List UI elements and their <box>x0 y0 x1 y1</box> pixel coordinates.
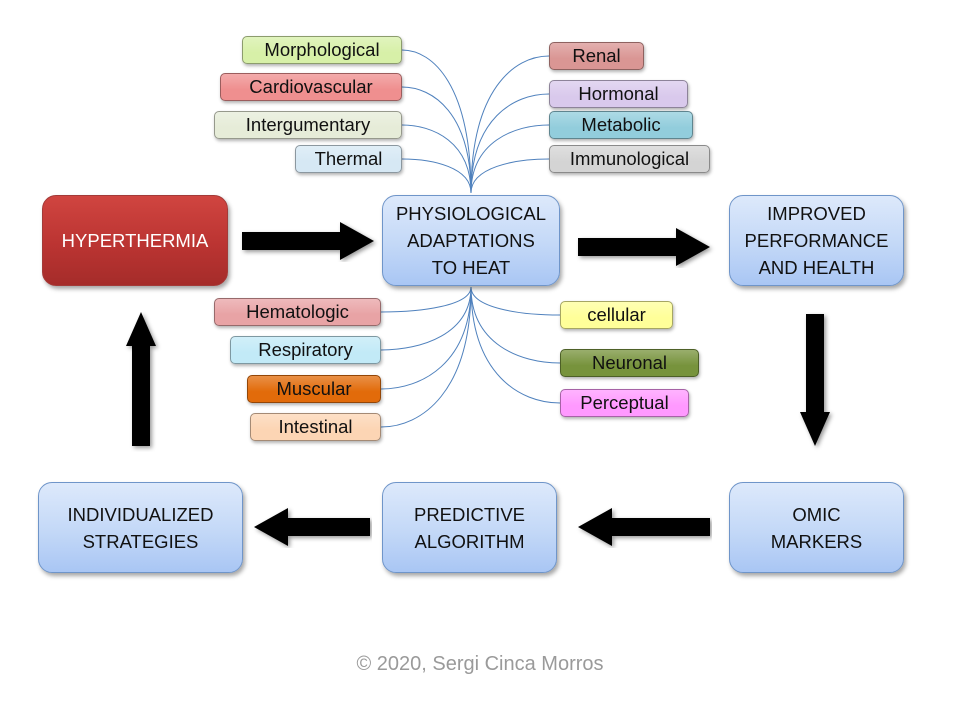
arrow-left-icon <box>578 508 710 546</box>
arrow-right-icon <box>242 222 374 260</box>
tag-hematologic: Hematologic <box>214 298 381 326</box>
physiological-adaptations-node: PHYSIOLOGICAL ADAPTATIONS TO HEAT <box>382 195 560 286</box>
improved-performance-node: IMPROVED PERFORMANCE AND HEALTH <box>729 195 904 286</box>
tag-perceptual: Perceptual <box>560 389 689 417</box>
tag-hormonal: Hormonal <box>549 80 688 108</box>
tag-neuronal: Neuronal <box>560 349 699 377</box>
connector-line <box>401 158 472 194</box>
tag-immunological: Immunological <box>549 145 710 173</box>
tag-cellular: cellular <box>560 301 673 329</box>
connector-line <box>470 93 550 194</box>
tag-intestinal: Intestinal <box>250 413 381 441</box>
tag-cardiovascular: Cardiovascular <box>220 73 402 101</box>
tag-thermal: Thermal <box>295 145 402 173</box>
tag-respiratory: Respiratory <box>230 336 381 364</box>
arrow-down-icon <box>800 314 830 446</box>
connector-line <box>470 286 561 316</box>
copyright-footer: © 2020, Sergi Cinca Morros <box>356 653 604 675</box>
tag-metabolic: Metabolic <box>549 111 693 139</box>
connector-line <box>470 286 561 404</box>
tag-renal: Renal <box>549 42 644 70</box>
tag-muscular: Muscular <box>247 375 381 403</box>
connector-line <box>380 286 472 313</box>
connector-line <box>470 55 550 194</box>
arrow-left-icon <box>254 508 370 546</box>
arrow-right-icon <box>578 228 710 266</box>
connector-line <box>470 286 561 364</box>
connector-line <box>380 286 472 390</box>
connector-line <box>380 286 472 428</box>
connector-line <box>470 158 550 194</box>
predictive-algorithm-node: PREDICTIVE ALGORITHM <box>382 482 557 573</box>
tag-morphological: Morphological <box>242 36 402 64</box>
connector-line <box>470 124 550 194</box>
tag-intergumentary: Intergumentary <box>214 111 402 139</box>
connector-line <box>401 49 472 194</box>
individualized-strategies-node: INDIVIDUALIZED STRATEGIES <box>38 482 243 573</box>
hyperthermia-node: HYPERTHERMIA <box>42 195 228 286</box>
connector-line <box>401 124 472 194</box>
arrow-up-icon <box>126 312 156 446</box>
connector-line <box>401 86 472 194</box>
omic-markers-node: OMIC MARKERS <box>729 482 904 573</box>
connector-line <box>380 286 472 351</box>
